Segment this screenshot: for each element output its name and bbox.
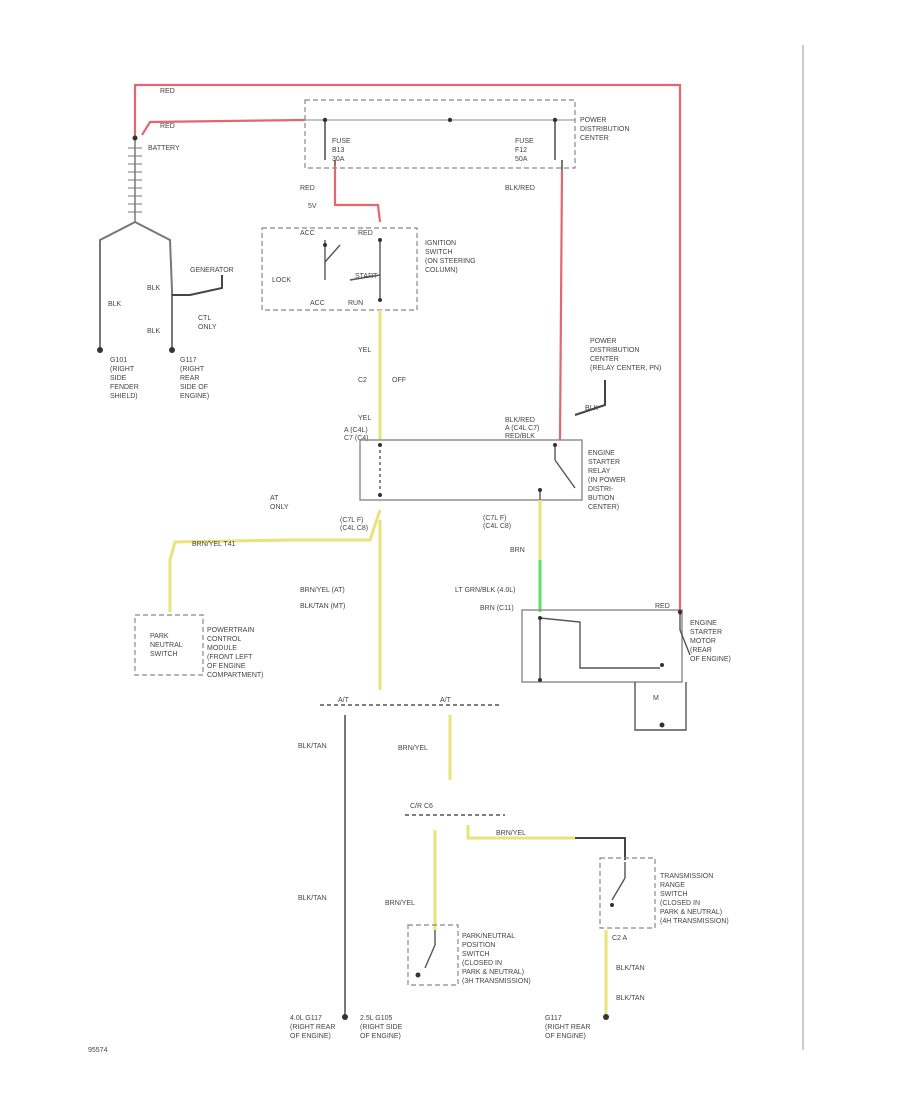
red-wire-fuse-relay	[558, 169, 564, 441]
park-neutral-switch-box	[134, 614, 204, 676]
blk-pdc-label: BLK	[585, 405, 599, 412]
blk-tan-r1-label: BLK/TAN	[616, 965, 645, 972]
svg-text:RED: RED	[358, 230, 373, 237]
brn-small-label: BRN	[510, 547, 525, 554]
blk-tan-left-label: BLK/TAN	[298, 743, 327, 750]
lock-label: LOCK	[272, 277, 291, 284]
brn-yel-mid-label: BRN/YEL	[398, 745, 428, 752]
ground-g117-node	[169, 347, 175, 353]
relay-out-connector-label: (C7L F)(C4L C8)	[483, 515, 511, 530]
yellow-wire-park-neutral	[168, 509, 382, 612]
starter-relay-internals	[378, 443, 576, 500]
at-right-label: A/T	[440, 697, 452, 704]
blk-tan-mt-label: BLK/TAN (MT)	[300, 603, 345, 610]
brn-yel-at-label: BRN/YEL (AT)	[300, 587, 345, 594]
red-wire-battery-pdc	[141, 118, 306, 136]
red-wire-fuse-ign	[333, 165, 382, 223]
transmission-range-switch-box	[599, 857, 656, 929]
brn-c11-label: BRN (C11)	[480, 605, 514, 612]
start-label: START	[355, 273, 378, 280]
fuse-right-symbol	[554, 122, 563, 170]
blk-tan-r2-label: BLK/TAN	[616, 995, 645, 1002]
c-labels: C/R C6	[410, 803, 433, 810]
brn-yel-wire-right-a	[466, 825, 575, 840]
blk1-label: BLK	[108, 301, 122, 308]
svg-text:M: M	[653, 695, 659, 702]
svg-text:ACC: ACC	[300, 230, 315, 237]
starter-motor-internals: M	[538, 609, 691, 731]
figure-number: 95574	[88, 1047, 108, 1054]
yel-connector-label: A (C4L)C7 (C4)	[344, 427, 369, 442]
red-5v-label: 5V	[308, 203, 317, 210]
starter-relay-box	[359, 439, 583, 501]
brn-yel-lower-label: BRN/YEL	[385, 900, 415, 907]
ground-g117b-node	[603, 1014, 609, 1020]
brn-yel-wire-right-b	[575, 837, 626, 860]
lt-grn-blk-label: LT GRN/BLK (4.0L)	[455, 587, 515, 594]
yel1-label: YEL	[358, 347, 371, 354]
cf-top-label: (C7L F)(C4L C8)	[340, 517, 368, 532]
ignition-switch-contacts	[323, 238, 382, 302]
battery-ground-wires	[99, 221, 173, 348]
red-motor-label: RED	[655, 603, 670, 610]
yel2-label: YEL	[358, 415, 371, 422]
blk3-label: BLK	[147, 328, 161, 335]
ignition-switch-box	[261, 227, 418, 311]
c2a-label: C2 A	[612, 935, 628, 942]
starter-motor-box	[521, 609, 683, 683]
red-top-label: RED	[160, 88, 175, 95]
generator-label: GENERATOR	[190, 267, 234, 274]
red-top2-label: RED	[160, 123, 175, 130]
brn-yel-top-label: BRN/YEL T41	[192, 541, 236, 548]
power-distribution-center-box	[304, 99, 576, 169]
fuse-left-symbol	[324, 122, 336, 165]
pdc-relay-power-wire	[574, 380, 606, 416]
acc-label: ACC	[310, 300, 325, 307]
generator-wire	[172, 275, 223, 296]
blk-red-pdc-label: BLK/RED	[505, 185, 535, 192]
battery	[128, 135, 142, 222]
c2-label: C2	[358, 377, 367, 384]
off-label: OFF	[392, 377, 406, 384]
red-wire-top-loop	[133, 83, 682, 612]
blk-tan-left2-label: BLK/TAN	[298, 895, 327, 902]
park-neutral-position-switch-contact	[415, 930, 436, 978]
blk2-label: BLK	[147, 285, 161, 292]
red-left-label: RED	[300, 185, 315, 192]
park-neutral-position-switch-box	[407, 924, 459, 986]
at-left-label: A/T	[338, 697, 350, 704]
ground-g101-node	[97, 347, 103, 353]
ground-4l-node	[342, 1014, 348, 1020]
battery-label: BATTERY	[148, 145, 180, 152]
transmission-range-switch-contact	[610, 862, 626, 907]
brn-yel-right-label: BRN/YEL	[496, 830, 526, 837]
run-label: RUN	[348, 300, 363, 307]
